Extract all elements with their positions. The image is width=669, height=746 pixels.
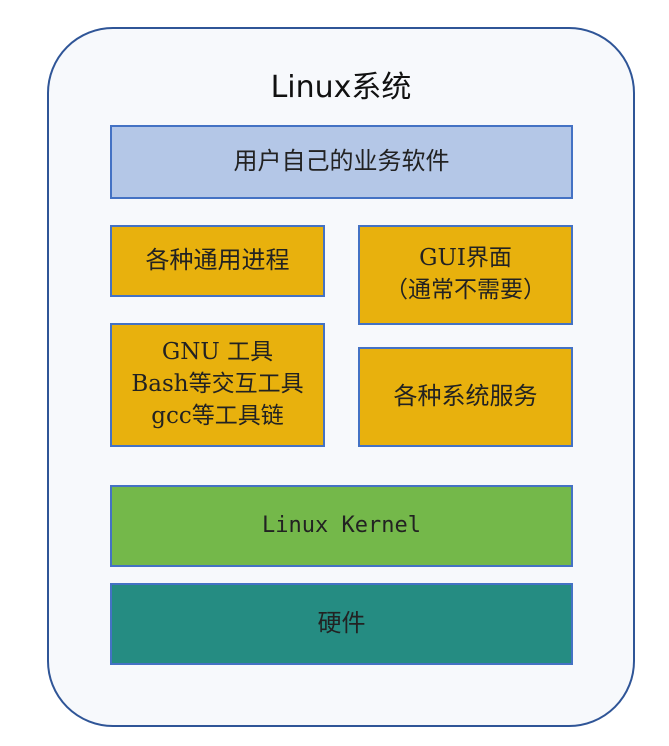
gui-line-1: GUI界面	[419, 245, 512, 272]
gnu-tools-line-1: GNU 工具	[161, 339, 274, 366]
diagram-title: Linux系统	[270, 70, 412, 105]
hardware-label: 硬件	[317, 609, 366, 638]
gui-text-stack: GUI界面 （通常不需要）	[385, 244, 546, 306]
gnu-tools-line-2: Bash等交互工具	[131, 371, 304, 398]
gnu-tools-text-stack: GNU 工具 Bash等交互工具 gcc等工具链	[131, 338, 303, 432]
general-processes-label: 各种通用进程	[145, 246, 290, 275]
gnu-tools-box: GNU 工具 Bash等交互工具 gcc等工具链	[110, 323, 325, 447]
user-business-software-box: 用户自己的业务软件	[110, 125, 573, 199]
linux-kernel-box: Linux Kernel	[110, 485, 573, 567]
gui-line-2: （通常不需要）	[385, 277, 546, 303]
gnu-tools-line-3: gcc等工具链	[151, 402, 284, 429]
hardware-box: 硬件	[110, 583, 573, 665]
linux-kernel-label: Linux Kernel	[262, 512, 421, 538]
system-services-label: 各种系统服务	[393, 382, 538, 411]
general-processes-box: 各种通用进程	[110, 225, 325, 297]
user-business-software-label: 用户自己的业务软件	[233, 147, 450, 176]
gui-box: GUI界面 （通常不需要）	[358, 225, 573, 325]
system-services-box: 各种系统服务	[358, 347, 573, 447]
